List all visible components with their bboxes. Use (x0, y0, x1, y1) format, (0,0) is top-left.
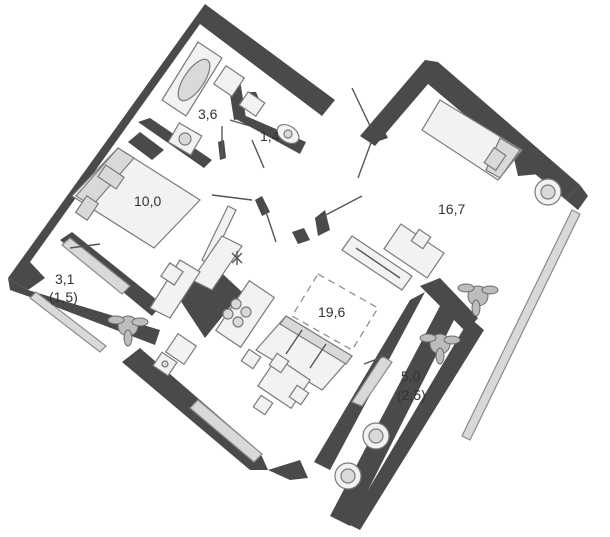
sofa-icon (255, 315, 353, 391)
washing-machine-icon (212, 64, 246, 98)
balcony-chair-icon (362, 422, 390, 450)
plant-icon (419, 333, 461, 365)
living-bed-icon (421, 99, 523, 181)
kitchen-counter (149, 235, 276, 377)
plant-icon (457, 283, 499, 317)
hood-icon (231, 251, 243, 265)
tv-stand-icon (341, 235, 413, 291)
bathroom-fixtures (161, 41, 300, 156)
area-label-bathroom: 3,6 (198, 106, 218, 122)
area-label-toilet: 1,4 (260, 128, 280, 144)
area-label-kitchen-living: 19,6 (318, 304, 345, 320)
door-lines (69, 87, 391, 365)
area-label-bedroom: 10,0 (134, 193, 161, 209)
balcony-chair-icon (334, 462, 362, 490)
area-sub-label-loggia: (1,5) (49, 289, 78, 305)
toilet-icon (238, 90, 300, 145)
bathtub-icon (161, 41, 223, 117)
dining-table-icon (240, 348, 311, 416)
desk-icon (383, 223, 445, 279)
area-label-balcony: 5,0 (401, 368, 421, 384)
area-label-loggia: 3,1 (55, 271, 75, 287)
bedroom-bed-icon (71, 147, 201, 249)
area-label-living-room: 16,7 (438, 201, 465, 217)
sink-icon (167, 122, 203, 156)
area-sub-label-balcony: (2,5) (397, 387, 426, 403)
plant-icon (107, 315, 149, 347)
fridge-icon (152, 332, 198, 377)
armchair-icon (534, 178, 562, 206)
room-labels: 3,6 1,4 10,0 16,7 19,6 3,1 (1,5) 5,0 (2,… (49, 106, 465, 403)
windows (29, 209, 581, 463)
